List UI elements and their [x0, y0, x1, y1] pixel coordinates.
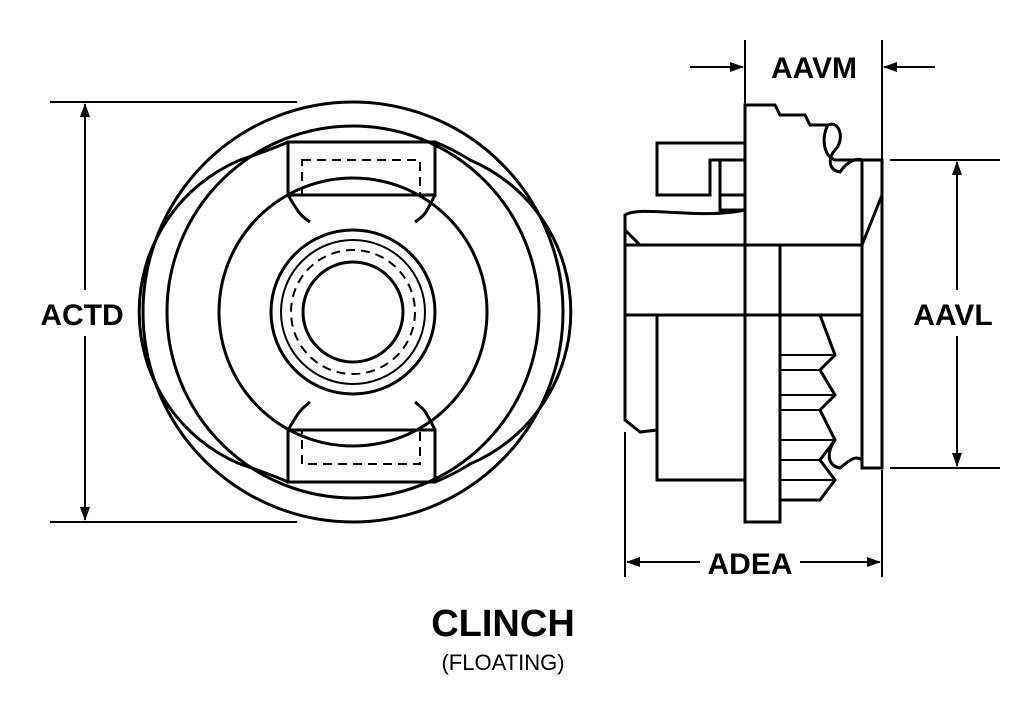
aavl-label: AAVL [913, 299, 992, 332]
adea-dimension: ADEA [624, 432, 883, 581]
bottom-tab-hidden [301, 429, 421, 465]
diagram-title: CLINCH [431, 603, 575, 645]
outer-circle [141, 100, 565, 524]
flange-circle [165, 124, 541, 500]
front-view [137, 100, 573, 524]
aavm-label: AAVM [771, 52, 857, 85]
thread-hidden-circle [290, 249, 416, 375]
actd-dimension: ACTD [30, 101, 297, 523]
shank [743, 243, 782, 524]
threads [778, 313, 837, 502]
adea-label: ADEA [707, 548, 792, 581]
top-tab-hidden [301, 159, 421, 196]
aavm-dimension: AAVM [690, 40, 935, 160]
aavl-dimension: AAVL [890, 159, 1005, 469]
cage-section [655, 141, 747, 197]
actd-label: ACTD [40, 299, 123, 332]
bore-circle [301, 260, 405, 364]
boss-circle [269, 228, 437, 396]
body-circle [217, 176, 489, 448]
flange-rim [860, 158, 884, 470]
sleeve-section [623, 208, 747, 247]
bottom-tab [286, 428, 437, 484]
side-view [623, 103, 884, 524]
body [655, 313, 747, 482]
top-tab [286, 140, 437, 197]
diagram-subtitle: (FLOATING) [441, 650, 564, 675]
sleeve [623, 215, 659, 434]
